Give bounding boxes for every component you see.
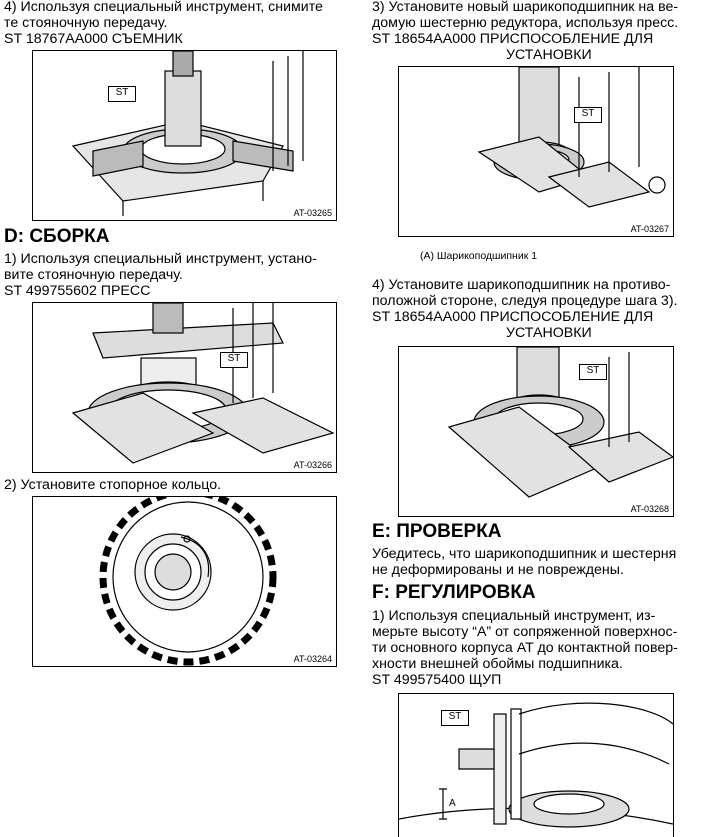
step4-line2: те стояночную передачу. <box>4 15 168 31</box>
e-line1: Убедитесь, что шарикоподшипник и шестерн… <box>372 546 677 562</box>
d1-tool: ST 499755602 ПРЕСС <box>4 283 151 299</box>
d3-line1: 3) Установите новый шарикоподшипник на в… <box>372 0 679 15</box>
section-f-heading: F: РЕГУЛИРОВКА <box>372 582 536 603</box>
st-label: ST <box>574 107 602 123</box>
st-label: ST <box>441 710 469 726</box>
d4-tool: ST 18654AA000 ПРИСПОСОБЛЕНИЕ ДЛЯ <box>372 309 654 325</box>
figure-id: AT-03264 <box>293 654 332 664</box>
f1-line3: ти основного корпуса AT до контактной по… <box>372 640 678 656</box>
figure-id: AT-03265 <box>293 208 332 218</box>
step4-tool: ST 18767AA000 СЪЕМНИК <box>4 31 183 47</box>
st-label: ST <box>579 364 607 380</box>
d1-line2: вите стояночную передачу. <box>4 267 183 283</box>
figure-caption: (A) Шарикоподшипник 1 <box>420 250 538 262</box>
figure-remover: ST AT-03265 <box>32 50 337 221</box>
figure-id: AT-03266 <box>293 460 332 470</box>
figure-bearing-opposite: ST AT-03268 <box>398 346 674 517</box>
f1-tool: ST 499575400 ЩУП <box>372 672 502 688</box>
d3-tool-cont: УСТАНОВКИ <box>506 47 592 63</box>
d1-line1: 1) Используя специальный инструмент, уст… <box>4 251 317 267</box>
dimension-a-label: A <box>449 798 456 809</box>
figure-id: AT-03267 <box>630 224 669 234</box>
d4-line1: 4) Установите шарикоподшипник на противо… <box>372 277 671 293</box>
d3-tool: ST 18654AA000 ПРИСПОСОБЛЕНИЕ ДЛЯ <box>372 31 654 47</box>
f1-line2: мерьте высоту “A” от сопряженной поверхн… <box>372 624 678 640</box>
section-e-heading: E: ПРОВЕРКА <box>372 521 502 542</box>
figure-bearing-install: ST AT-03267 <box>398 66 674 237</box>
figure-id: AT-03268 <box>630 504 669 514</box>
figure-press: ST AT-03266 <box>32 302 337 473</box>
d4-line2: положной стороне, следуя процедуре шага … <box>372 293 678 309</box>
section-d-heading: D: СБОРКА <box>4 226 110 247</box>
e-line2: не деформированы и не повреждены. <box>372 562 624 578</box>
figure-snap-ring: AT-03264 <box>32 496 337 667</box>
st-label: ST <box>220 352 248 368</box>
d2-text: 2) Установите стопорное кольцо. <box>4 477 222 493</box>
step4-line1: 4) Используя специальный инструмент, сни… <box>4 0 323 15</box>
d3-line2: домую шестерню редуктора, используя прес… <box>372 15 679 31</box>
f1-line1: 1) Используя специальный инструмент, из- <box>372 608 656 624</box>
f1-line4: хности внешней обоймы подшипника. <box>372 656 623 672</box>
d4-tool-cont: УСТАНОВКИ <box>506 325 592 341</box>
figure-depth-gauge: ST A <box>398 693 674 837</box>
st-label: ST <box>108 86 136 102</box>
